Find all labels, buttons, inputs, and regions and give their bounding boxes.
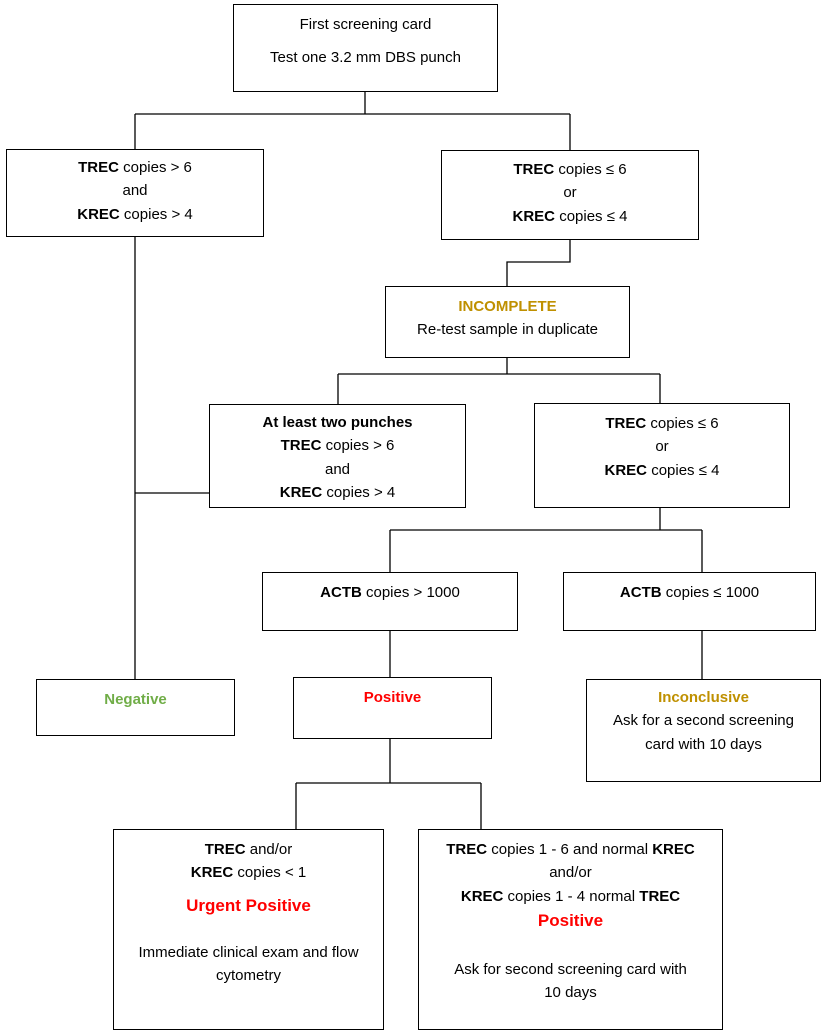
trec-condition: and/or bbox=[245, 841, 293, 858]
first-card-spacer bbox=[234, 36, 497, 46]
actb-label: ACTB bbox=[320, 584, 362, 601]
positive-detail-box: TREC copies 1 - 6 and normal KREC and/or… bbox=[418, 829, 723, 1030]
low-first-result-box: TREC copies ≤ 6 or KREC copies ≤ 4 bbox=[441, 150, 699, 240]
krec-condition: copies < 1 bbox=[233, 864, 307, 882]
two-punches-box: At least two punches TREC copies > 6 and… bbox=[209, 404, 466, 508]
urgent-krec-line: KREC copies < 1 bbox=[114, 861, 383, 884]
first-screening-card-box: First screening card Test one 3.2 mm DBS… bbox=[233, 4, 498, 92]
normal-first-trec-line: TREC copies > 6 bbox=[7, 156, 263, 179]
connector-positive-split bbox=[295, 739, 482, 829]
actb-high-box: ACTB copies > 1000 bbox=[262, 572, 518, 631]
positive-detail-conjunction: and/or bbox=[549, 864, 592, 882]
urgent-positive-title: Urgent Positive bbox=[186, 895, 311, 915]
krec-condition: copies 1 - 4 normal bbox=[503, 887, 640, 905]
connector-low-to-incomplete bbox=[506, 240, 571, 286]
low-first-trec-line: TREC copies ≤ 6 bbox=[442, 158, 698, 181]
trec-condition: copies > 6 bbox=[118, 159, 192, 176]
low-first-krec-line: KREC copies ≤ 4 bbox=[442, 205, 698, 228]
krec-label: KREC bbox=[512, 207, 556, 225]
negative-box: Negative bbox=[36, 679, 235, 736]
krec-label: KREC bbox=[460, 887, 504, 905]
krec-label: KREC bbox=[279, 483, 323, 501]
two-punches-conjunction: and bbox=[324, 460, 351, 478]
krec-condition: copies > 4 bbox=[322, 483, 396, 501]
urgent-instruction-line1: Immediate clinical exam and flow bbox=[138, 943, 359, 961]
actb-low-box: ACTB copies ≤ 1000 bbox=[563, 572, 816, 631]
low-retest-trec-line: TREC copies ≤ 6 bbox=[535, 412, 789, 435]
urgent-positive-box: TREC and/or KREC copies < 1 Urgent Posit… bbox=[113, 829, 384, 1030]
positive-title: Positive bbox=[363, 689, 422, 706]
urgent-instruction-line2: cytometry bbox=[215, 967, 281, 985]
actb-high-line: ACTB copies > 1000 bbox=[263, 581, 517, 604]
low-retest-result-box: TREC copies ≤ 6 or KREC copies ≤ 4 bbox=[534, 403, 790, 508]
trec-condition: copies ≤ 6 bbox=[646, 415, 719, 432]
krec-label: KREC bbox=[77, 205, 120, 223]
negative-title: Negative bbox=[104, 691, 167, 708]
trec-label: TREC bbox=[446, 841, 488, 858]
positive-detail-spacer bbox=[419, 934, 722, 958]
positive-detail-trec-line: TREC copies 1 - 6 and normal KREC bbox=[419, 838, 722, 861]
low-first-conjunction: or bbox=[563, 184, 577, 202]
urgent-trec-line: TREC and/or bbox=[114, 838, 383, 861]
normal-first-conjunction: and bbox=[122, 182, 148, 200]
actb-condition: copies > 1000 bbox=[361, 584, 460, 601]
trec-condition: copies > 6 bbox=[321, 437, 395, 455]
trec-condition: copies 1 - 6 and normal bbox=[487, 841, 653, 858]
inconclusive-instruction-line2: card with 10 days bbox=[645, 735, 762, 753]
first-card-title: First screening card bbox=[299, 16, 432, 33]
trec-label: TREC bbox=[639, 887, 681, 905]
low-retest-conjunction: or bbox=[655, 438, 669, 456]
urgent-spacer-2 bbox=[114, 919, 383, 941]
first-card-instruction: Test one 3.2 mm DBS punch bbox=[270, 49, 461, 67]
connector-retest-split bbox=[389, 508, 703, 572]
krec-label: KREC bbox=[652, 841, 695, 858]
two-punches-trec-line: TREC copies > 6 bbox=[210, 434, 465, 457]
trec-label: TREC bbox=[605, 415, 647, 432]
inconclusive-instruction-line1: Ask for a second screening bbox=[613, 712, 794, 730]
inconclusive-box: Inconclusive Ask for a second screening … bbox=[586, 679, 821, 782]
inconclusive-title: Inconclusive bbox=[658, 689, 749, 706]
positive-detail-instruction-line1: Ask for second screening card with bbox=[454, 961, 687, 979]
trec-label: TREC bbox=[204, 841, 246, 858]
incomplete-instruction: Re-test sample in duplicate bbox=[417, 321, 598, 339]
two-punches-title: At least two punches bbox=[262, 414, 413, 431]
actb-condition: copies ≤ 1000 bbox=[661, 584, 760, 601]
incomplete-title: INCOMPLETE bbox=[458, 298, 557, 315]
krec-condition: copies ≤ 4 bbox=[647, 461, 720, 479]
normal-first-krec-line: KREC copies > 4 bbox=[7, 203, 263, 226]
two-punches-krec-line: KREC copies > 4 bbox=[210, 481, 465, 504]
connector-incomplete-split bbox=[337, 358, 661, 404]
low-retest-krec-line: KREC copies ≤ 4 bbox=[535, 459, 789, 482]
connector-first-split bbox=[134, 92, 571, 150]
urgent-spacer bbox=[114, 885, 383, 893]
normal-first-result-box: TREC copies > 6 and KREC copies > 4 bbox=[6, 149, 264, 237]
actb-label: ACTB bbox=[619, 584, 662, 601]
trec-label: TREC bbox=[513, 161, 555, 178]
positive-box: Positive bbox=[293, 677, 492, 739]
trec-label: TREC bbox=[78, 159, 119, 176]
trec-label: TREC bbox=[280, 437, 322, 455]
krec-condition: copies > 4 bbox=[119, 205, 193, 223]
actb-low-line: ACTB copies ≤ 1000 bbox=[564, 581, 815, 604]
krec-label: KREC bbox=[604, 461, 648, 479]
krec-condition: copies ≤ 4 bbox=[555, 207, 628, 225]
positive-detail-title: Positive bbox=[537, 910, 604, 930]
positive-detail-krec-line: KREC copies 1 - 4 normal TREC bbox=[419, 885, 722, 908]
incomplete-box: INCOMPLETE Re-test sample in duplicate bbox=[385, 286, 630, 358]
trec-condition: copies ≤ 6 bbox=[554, 161, 627, 178]
positive-detail-instruction-line2: 10 days bbox=[544, 984, 597, 1002]
krec-label: KREC bbox=[190, 864, 234, 882]
